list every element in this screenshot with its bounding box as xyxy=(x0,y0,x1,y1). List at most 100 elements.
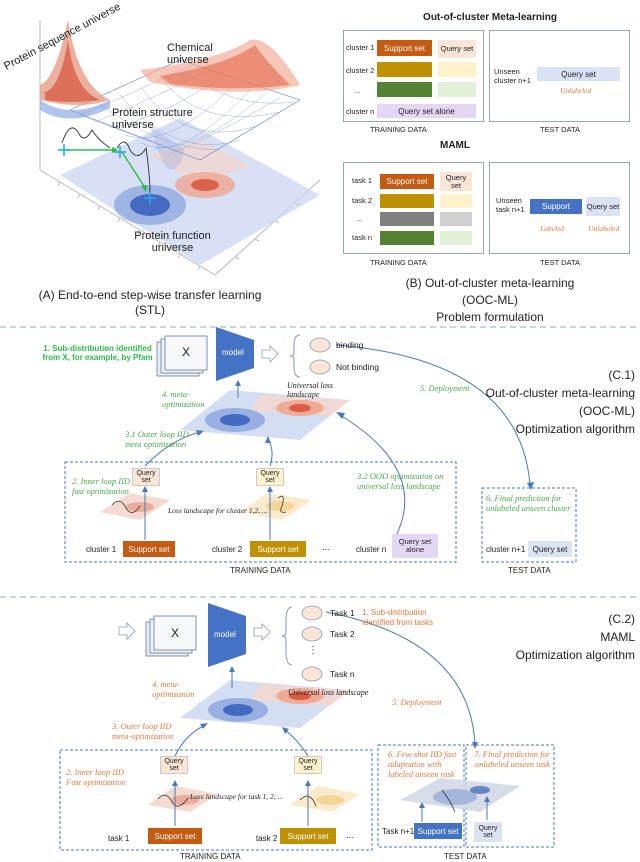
c1-note-31: 3.1 Outer loop IID meta optimization xyxy=(125,429,189,449)
c2-universal-label: Universal loss landscape xyxy=(288,688,369,697)
c1-cluster2-label: cluster 2 xyxy=(212,545,243,554)
c2-support-set-1: Support set xyxy=(148,828,202,844)
ooc-row-label: ... xyxy=(354,86,361,95)
panel-b-caption-2: (OOC-ML) xyxy=(462,293,518,307)
maml-training-box xyxy=(343,162,484,254)
unseen-task-label: Unseen task n+1 xyxy=(496,196,525,215)
c1-query-set-1: Query set xyxy=(132,468,160,486)
c2-task-n: Task n xyxy=(330,669,355,679)
c2-task2-label: task 2 xyxy=(256,834,278,843)
c2-test-label: TEST DATA xyxy=(444,852,487,861)
c2-title-2: MAML xyxy=(600,630,635,644)
query-set-chip: Query set xyxy=(440,172,472,191)
c1-dots: ... xyxy=(322,542,330,552)
c2-dots: ... xyxy=(346,830,354,840)
c1-title-2: Out-of-cluster meta-learning xyxy=(485,386,635,400)
maml-test-label: TEST DATA xyxy=(540,258,581,267)
panel-a-caption-1: (A) End-to-end step-wise transfer learni… xyxy=(38,288,262,302)
c1-clustern-label: cluster n xyxy=(356,545,387,554)
ooc-row-label: cluster 1 xyxy=(346,43,375,52)
maml-row-label: task 2 xyxy=(352,196,373,205)
output-binding: binding xyxy=(336,340,364,350)
maml-training-label: TRAINING DATA xyxy=(370,258,427,267)
c1-clustern1-label: cluster n+1 xyxy=(486,545,526,554)
c1-note-6: 6. Final prediction for unlabeled unseen… xyxy=(486,493,571,513)
label-protein-function: Protein function universe xyxy=(134,230,211,255)
model-label: model xyxy=(222,348,244,357)
c2-note-2: 2. Inner loop IID Fast optimization xyxy=(66,767,126,787)
c1-title-3: (OOC-ML) xyxy=(579,404,635,418)
c1-query-set-2: Query set xyxy=(256,468,284,486)
c2-task-2: Task 2 xyxy=(330,629,355,639)
c2-note-5: 5. Deployment xyxy=(392,697,442,707)
c1-cluster1-label: cluster 1 xyxy=(86,545,117,554)
label-protein-structure: Protein structure universe xyxy=(112,107,193,132)
panel-a-caption-2: (STL) xyxy=(135,303,165,317)
output-not-binding: Not binding xyxy=(336,362,380,372)
support-block xyxy=(377,62,432,77)
c1-support-set-2: Support set xyxy=(250,541,306,557)
c1-note-2: 2. Inner loop IID fast optimization xyxy=(72,476,131,496)
panel-b-caption-1: (B) Out-of-cluster meta-learning xyxy=(405,276,575,290)
query-set-test-chip: Query set xyxy=(586,197,620,216)
panel-b-caption-3: Problem formulation xyxy=(436,310,544,324)
c2-title-3: Optimization algorithm xyxy=(515,648,635,662)
support-set-chip: Support set xyxy=(377,40,432,56)
ooc-test-box xyxy=(489,30,630,122)
c1-support-set-1: Support set xyxy=(123,541,175,557)
c2-vdots: ⋮ xyxy=(308,645,318,656)
labeled-note: Labeled xyxy=(540,224,565,233)
c1-query-set-alone: Query set alone xyxy=(392,534,438,558)
maml-row-label: task 1 xyxy=(352,176,373,185)
c2-note-7: 7. Final prediction for unlabeled unseen… xyxy=(474,749,550,769)
c1-query-set-test: Query set xyxy=(528,541,572,557)
query-set-test-chip: Query set xyxy=(537,67,620,81)
c2-task1-label: task 1 xyxy=(108,834,130,843)
label-chemical-universe: Chemical universe xyxy=(167,42,213,67)
c1-note-1: 1. Sub-distribution identified from X, f… xyxy=(42,344,153,363)
unlabeled-note: Unlabeled xyxy=(560,86,592,95)
c1-note-5: 5. Deployment xyxy=(420,383,470,393)
support-test-chip: Support xyxy=(530,199,582,214)
support-block xyxy=(377,82,432,97)
maml-row-label: task n xyxy=(352,233,373,242)
c2-support-set-2: Support set xyxy=(280,828,336,844)
ooc-training-box xyxy=(343,30,484,122)
c2-loss-landscape-label: Loss landscape for task 1, 2, ... xyxy=(190,792,284,801)
ooc-training-label: TRAINING DATA xyxy=(370,125,427,134)
c1-loss-landscape-label: Loss landscape for cluster 1,2, ... xyxy=(168,506,268,515)
ooc-title: Out-of-cluster Meta-learning xyxy=(423,12,557,23)
support-set-chip: Support set xyxy=(380,174,434,189)
c2-query-set-2: Query set xyxy=(294,756,322,774)
c1-training-label: TRAINING DATA xyxy=(230,566,291,575)
c2-support-set-test: Support set xyxy=(414,823,462,839)
query-block xyxy=(440,194,472,208)
c2-model-label: model xyxy=(214,630,236,639)
c2-note-4: 4. meta-optimization xyxy=(152,679,195,699)
c1-title-4: Optimization algorithm xyxy=(515,422,635,436)
c1-test-label: TEST DATA xyxy=(508,566,551,575)
maml-title: MAML xyxy=(440,140,470,151)
input-x-doc: X xyxy=(181,345,190,359)
c1-note-4: 4. meta-optimization xyxy=(162,389,205,409)
query-set-chip: Query set xyxy=(438,40,476,58)
c2-training-label: TRAINING DATA xyxy=(180,852,241,861)
support-block xyxy=(380,212,434,226)
unlabeled-note: Unlabeled xyxy=(588,224,620,233)
c2-input-x-doc: X xyxy=(170,626,179,640)
c2-note-6: 6. Few-shot IID fast adaptation with lab… xyxy=(388,749,457,779)
support-block xyxy=(380,231,434,245)
query-set-alone-chip: Query set alone xyxy=(377,104,476,118)
c2-note-3: 3. Outer loop IID meta-optimization xyxy=(112,721,174,741)
query-block xyxy=(440,231,472,245)
query-block xyxy=(438,82,476,97)
c2-note-1: 1. Sub-distribution identified from task… xyxy=(362,608,434,627)
c1-universal-label: Universal loss landscape xyxy=(287,381,333,399)
c2-taskn1-label: Task n+1 xyxy=(382,827,415,836)
c1-note-32: 3.2 OOD optimization on universal loss l… xyxy=(357,471,444,491)
c1-title-1: (C.1) xyxy=(608,368,635,382)
c2-query-set-1: Query set xyxy=(160,756,188,774)
